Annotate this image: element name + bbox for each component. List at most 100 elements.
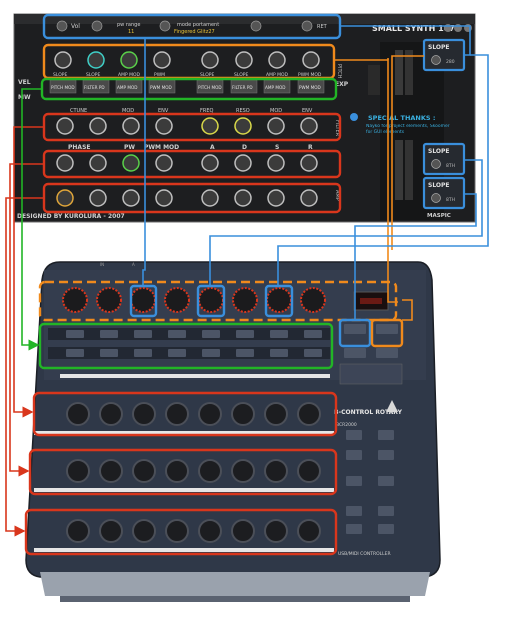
encoder-knob[interactable] [198,287,224,313]
synth-knob[interactable] [155,189,173,207]
right-button[interactable] [346,476,362,486]
synth-knob[interactable] [56,154,74,172]
rotary-knob[interactable] [264,519,288,543]
controller-button[interactable] [168,349,186,357]
synth-knob[interactable] [201,189,219,207]
side-button[interactable] [344,348,366,358]
rotary-knob[interactable] [231,402,255,426]
rotary-knob[interactable] [264,459,288,483]
synth-knob[interactable] [89,189,107,207]
rotary-knob[interactable] [165,459,189,483]
rotary-knob[interactable] [297,519,321,543]
rotary-knob[interactable] [132,402,156,426]
slope-knob[interactable] [431,55,441,65]
rotary-knob[interactable] [231,519,255,543]
synth-knob[interactable] [120,51,138,69]
controller-button[interactable] [202,349,220,357]
rotary-knob[interactable] [99,519,123,543]
portamento-knob[interactable] [250,20,262,32]
right-button[interactable] [378,476,394,486]
rotary-knob[interactable] [297,459,321,483]
synth-knob[interactable] [122,189,140,207]
rotary-knob[interactable] [165,402,189,426]
encoder-knob[interactable] [164,287,190,313]
pw-range-knob[interactable] [91,20,103,32]
side-button[interactable] [376,324,398,334]
controller-button[interactable] [100,330,118,338]
controller-button[interactable] [304,349,322,357]
controller-button[interactable] [270,330,288,338]
synth-knob[interactable] [268,51,286,69]
synth-knob[interactable] [155,117,173,135]
rotary-knob[interactable] [198,519,222,543]
synth-knob[interactable] [54,51,72,69]
synth-knob[interactable] [267,189,285,207]
synth-knob[interactable] [267,117,285,135]
synth-knob[interactable] [234,154,252,172]
controller-button[interactable] [100,349,118,357]
controller-button[interactable] [66,330,84,338]
rotary-knob[interactable] [198,459,222,483]
right-button[interactable] [346,430,362,440]
slope-knob[interactable] [431,193,441,203]
rotary-knob[interactable] [165,519,189,543]
synth-knob[interactable] [122,117,140,135]
encoder-knob[interactable] [96,287,122,313]
rotary-knob[interactable] [132,519,156,543]
encoder-knob[interactable] [232,287,258,313]
rotary-knob[interactable] [264,402,288,426]
controller-button[interactable] [134,349,152,357]
controller-button[interactable] [270,349,288,357]
rotary-knob[interactable] [297,402,321,426]
rotary-knob[interactable] [132,459,156,483]
right-button[interactable] [346,524,362,534]
synth-knob[interactable] [89,117,107,135]
synth-knob[interactable] [235,51,253,69]
synth-knob[interactable] [89,154,107,172]
synth-knob[interactable] [56,117,74,135]
synth-knob[interactable] [300,189,318,207]
rotary-knob[interactable] [66,402,90,426]
synth-knob[interactable] [302,51,320,69]
synth-knob[interactable] [300,117,318,135]
right-button[interactable] [346,450,362,460]
encoder-knob[interactable] [62,287,88,313]
right-button[interactable] [378,430,394,440]
ret-knob[interactable] [301,20,313,32]
synth-knob[interactable] [87,51,105,69]
vol-knob[interactable] [56,20,68,32]
synth-knob[interactable] [153,51,171,69]
encoder-knob[interactable] [266,287,292,313]
synth-knob[interactable] [122,154,140,172]
rotary-knob[interactable] [231,459,255,483]
synth-knob[interactable] [201,51,219,69]
controller-button[interactable] [202,330,220,338]
synth-knob[interactable] [234,117,252,135]
rotary-knob[interactable] [66,519,90,543]
synth-knob[interactable] [234,189,252,207]
controller-button[interactable] [66,349,84,357]
encoder-knob[interactable] [130,287,156,313]
controller-button[interactable] [168,330,186,338]
rotary-knob[interactable] [99,402,123,426]
rotary-knob[interactable] [198,402,222,426]
slope-knob[interactable] [431,159,441,169]
right-button[interactable] [346,506,362,516]
controller-button[interactable] [236,349,254,357]
controller-button[interactable] [236,330,254,338]
encoder-knob[interactable] [300,287,326,313]
rotary-knob[interactable] [66,459,90,483]
controller-button[interactable] [134,330,152,338]
synth-knob[interactable] [201,117,219,135]
mode-knob[interactable] [159,20,171,32]
synth-knob[interactable] [155,154,173,172]
side-button[interactable] [376,348,398,358]
synth-knob[interactable] [201,154,219,172]
rotary-knob[interactable] [99,459,123,483]
synth-knob[interactable] [300,154,318,172]
controller-button[interactable] [304,330,322,338]
side-button[interactable] [344,324,366,334]
synth-knob[interactable] [267,154,285,172]
right-button[interactable] [378,524,394,534]
right-button[interactable] [378,506,394,516]
